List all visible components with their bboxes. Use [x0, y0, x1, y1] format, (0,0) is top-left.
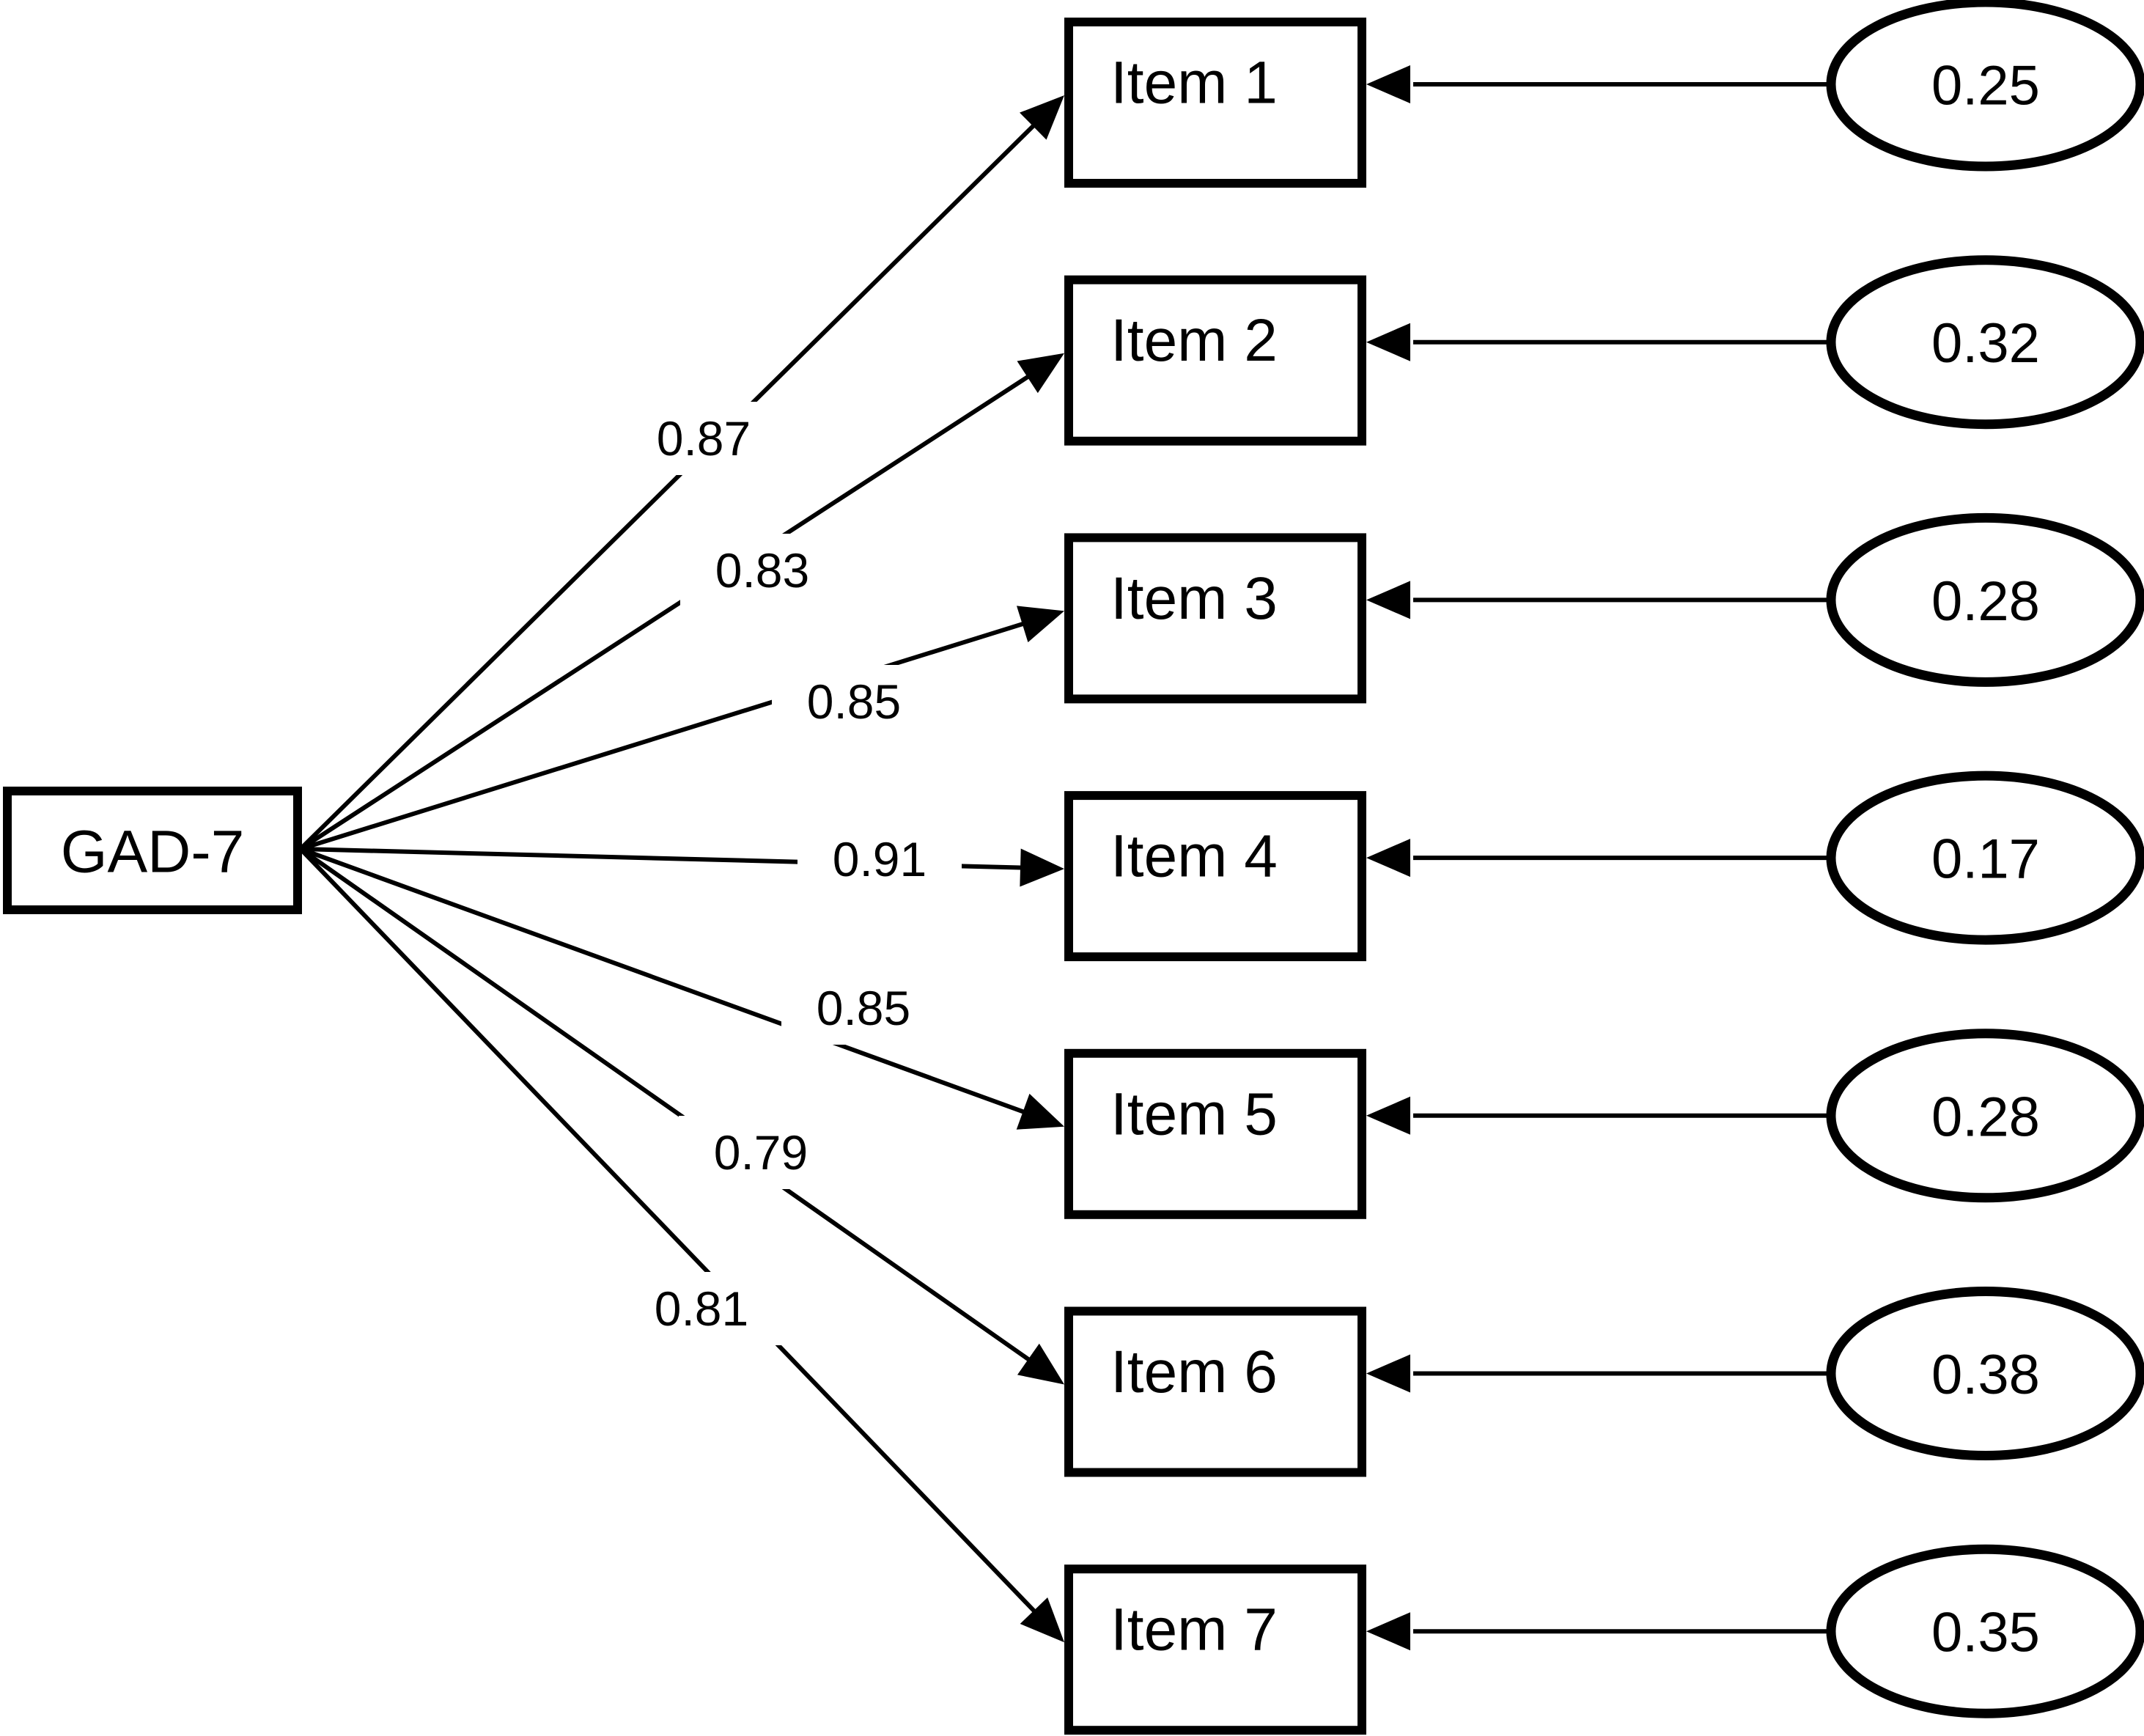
loading-arrowhead	[1020, 95, 1064, 140]
loading-path	[299, 847, 1033, 1364]
error-ellipse	[1826, 512, 2144, 687]
factor-label: GAD-7	[61, 819, 245, 886]
error-value: 0.25	[1931, 55, 2040, 117]
loading-arrowhead	[1020, 848, 1064, 887]
error-ellipse	[1826, 1029, 2144, 1203]
item-label: Item 7	[1110, 1597, 1278, 1663]
loading-path	[298, 847, 1039, 1615]
item-label: Item 2	[1110, 307, 1278, 374]
item-box	[1064, 1564, 1366, 1735]
loading-label-mask	[680, 534, 844, 607]
error-value: 0.32	[1931, 312, 2040, 375]
error-arrowhead	[1366, 1354, 1410, 1393]
loading-label: 0.83	[715, 543, 809, 597]
item-label: Item 6	[1110, 1339, 1278, 1405]
item-box	[1064, 1306, 1366, 1477]
error-arrowhead	[1366, 1096, 1410, 1135]
error-arrowhead	[1366, 581, 1410, 619]
error-value: 0.28	[1931, 1086, 2040, 1148]
error-arrowhead	[1366, 839, 1410, 878]
item-box	[1064, 791, 1366, 962]
factor-box	[3, 787, 302, 914]
error-value: 0.17	[1931, 828, 2040, 891]
loading-label-mask	[622, 402, 786, 475]
item-label: Item 5	[1110, 1081, 1278, 1147]
loading-path	[298, 122, 1037, 851]
loading-path	[300, 620, 1027, 851]
loading-arrowhead	[1016, 606, 1064, 643]
loading-path	[299, 847, 1028, 1115]
loading-label: 0.85	[817, 981, 910, 1035]
loading-arrowhead	[1017, 1343, 1064, 1385]
error-ellipse	[1826, 770, 2144, 945]
item-box	[1064, 18, 1366, 188]
loading-path	[299, 373, 1032, 851]
item-label: Item 1	[1110, 50, 1278, 117]
loading-label: 0.81	[655, 1281, 748, 1336]
item-box	[1064, 275, 1366, 446]
item-box	[1064, 1048, 1366, 1219]
error-value: 0.35	[1931, 1602, 2040, 1664]
loading-label: 0.79	[714, 1125, 808, 1180]
loading-arrowhead	[1020, 1597, 1064, 1643]
error-ellipse	[1826, 1287, 2144, 1460]
error-value: 0.28	[1931, 570, 2040, 633]
loading-arrowhead	[1017, 353, 1064, 394]
error-ellipse	[1826, 1544, 2144, 1718]
loading-label-mask	[619, 1272, 784, 1345]
item-label: Item 3	[1110, 565, 1278, 632]
loading-label: 0.87	[657, 411, 751, 466]
item-label: Item 4	[1110, 823, 1278, 890]
item-box	[1064, 533, 1366, 704]
error-ellipse	[1826, 255, 2144, 430]
loading-label-mask	[797, 823, 962, 896]
loading-label-mask	[772, 665, 936, 738]
error-value: 0.38	[1931, 1344, 2040, 1406]
loading-arrowhead	[1016, 1093, 1064, 1130]
error-ellipse	[1826, 0, 2144, 172]
loading-label-mask	[679, 1116, 843, 1189]
error-arrowhead	[1366, 1612, 1410, 1651]
loading-label-mask	[781, 971, 946, 1045]
loading-label: 0.91	[833, 832, 927, 886]
loading-label: 0.85	[807, 674, 901, 729]
error-arrowhead	[1366, 65, 1410, 103]
error-arrowhead	[1366, 323, 1410, 361]
